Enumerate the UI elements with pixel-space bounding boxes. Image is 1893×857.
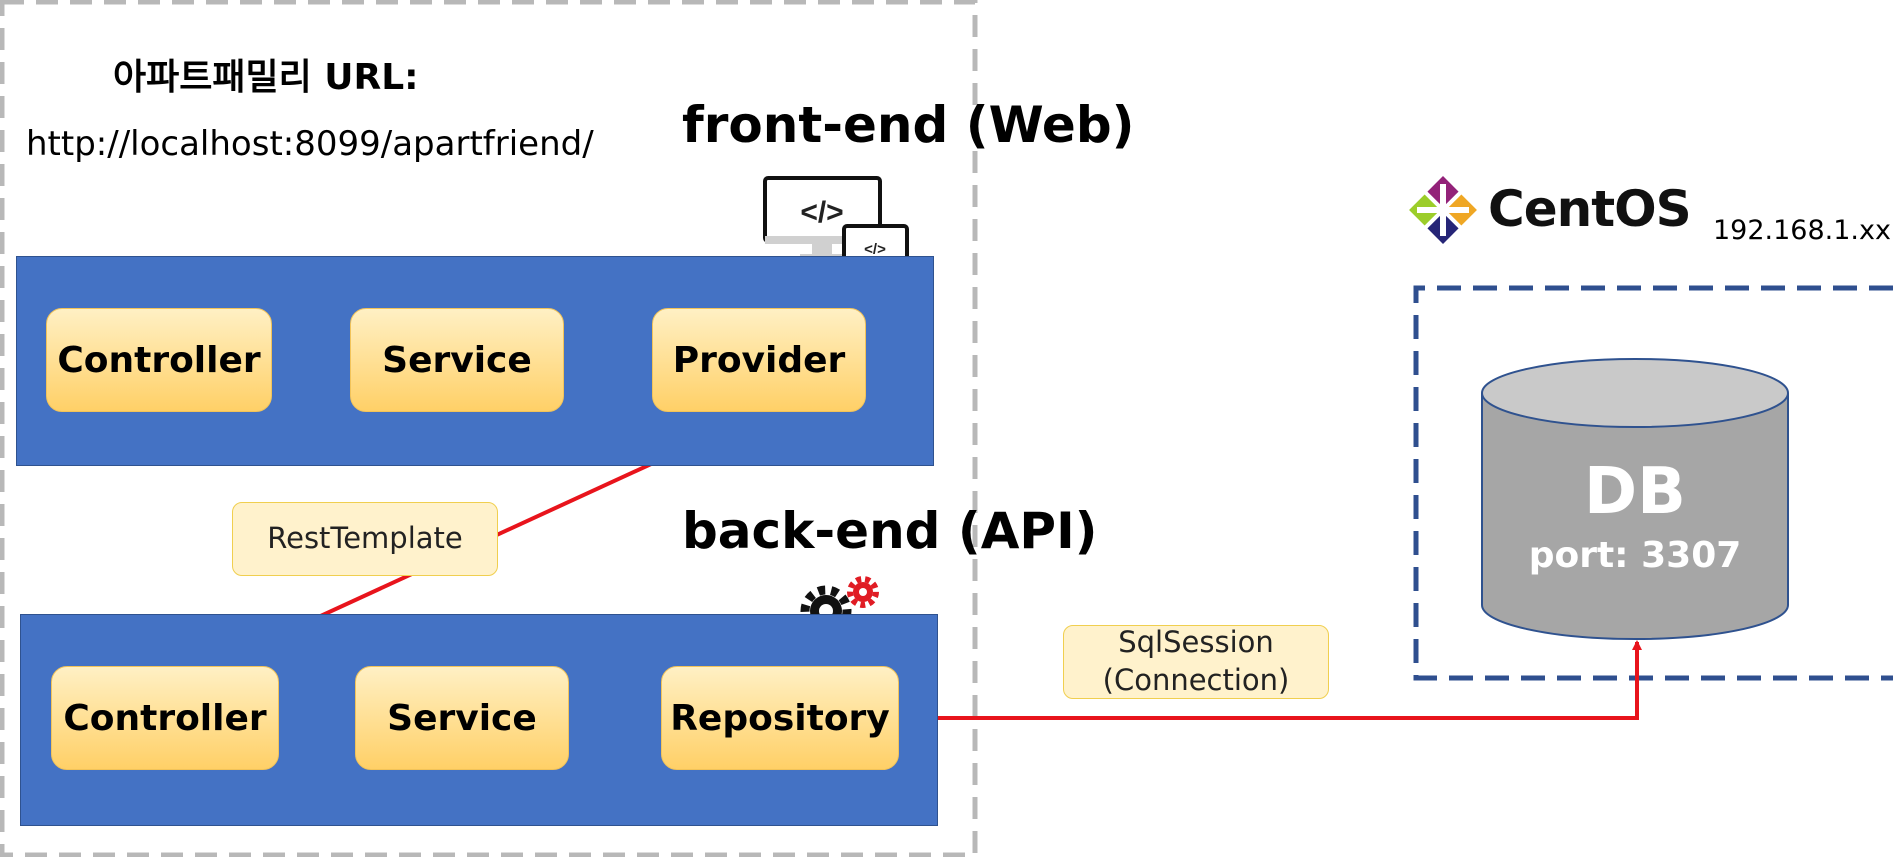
svg-text:</>: </>: [864, 241, 886, 258]
frontend-title: front-end (Web): [682, 96, 1135, 154]
sql-session-label: SqlSession (Connection): [1063, 625, 1329, 699]
be-controller-box: Controller: [51, 666, 279, 770]
arrow-repository-to-db: [898, 640, 1642, 720]
app-url: http://localhost:8099/apartfriend/: [26, 124, 594, 164]
url-title: 아파트패밀리 URL:: [113, 57, 419, 98]
server-boundary: [1413, 285, 1893, 681]
db-cylinder: [1481, 358, 1789, 640]
fe-controller-box: Controller: [46, 308, 272, 412]
centos-wordmark: CentOS: [1488, 180, 1692, 238]
rest-template-label: RestTemplate: [232, 502, 498, 576]
db-port: port: 3307: [1528, 535, 1742, 576]
svg-text:</>: </>: [800, 196, 843, 229]
backend-title: back-end (API): [682, 502, 1098, 560]
centos-logo-icon: [1409, 176, 1477, 244]
be-repository-box: Repository: [661, 666, 899, 770]
server-ip: 192.168.1.xx: [1713, 215, 1891, 246]
fe-service-box: Service: [350, 308, 564, 412]
be-service-box: Service: [355, 666, 569, 770]
app-boundary: [0, 0, 978, 857]
db-title: DB: [1584, 455, 1686, 529]
fe-provider-box: Provider: [652, 308, 866, 412]
